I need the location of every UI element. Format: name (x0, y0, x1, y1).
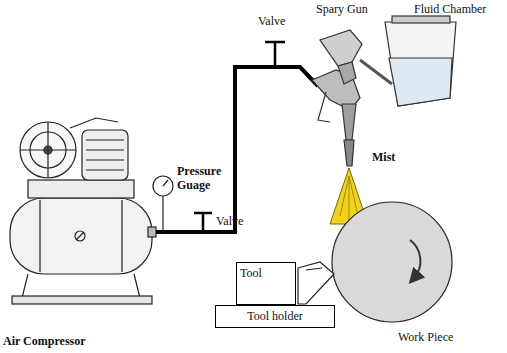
fluid-chamber-part (389, 58, 452, 106)
air-hose (156, 67, 318, 232)
work-piece-part (332, 202, 452, 322)
work-piece-part (410, 240, 420, 278)
air-compressor-part (10, 198, 152, 274)
valve-symbol-part (194, 212, 212, 215)
tool-holder-box: Tool holder (215, 305, 335, 328)
tool-insert-part (298, 262, 334, 304)
tool-insert-part (306, 268, 322, 270)
air-compressor-part (28, 180, 134, 198)
work-piece (332, 202, 452, 322)
air-compressor-label: Air Compressor (3, 334, 86, 348)
mist-spray-part (340, 176, 358, 220)
air-compressor-part (22, 274, 140, 298)
fluid-chamber-part (392, 16, 450, 23)
work-piece-label: Work Piece (398, 330, 453, 344)
valve-symbol-part (274, 42, 277, 65)
air-compressor-part (75, 231, 85, 241)
air-compressor-part (70, 118, 118, 128)
air-compressor-part (20, 122, 76, 178)
pressure-gauge (153, 176, 173, 230)
spray-gun-part (318, 92, 330, 122)
pressure-gauge-part (162, 196, 163, 230)
spray-gun-part (338, 62, 356, 84)
fluid-chamber-label: Fluid Chamber (414, 2, 486, 16)
tool-insert (298, 262, 334, 304)
spray-gun-part (344, 140, 354, 166)
node-text: Tool (237, 264, 265, 282)
valve-symbol-part (265, 41, 285, 44)
valve-label: Valve (216, 214, 243, 228)
valve-symbol (194, 213, 212, 230)
spray-gun-part (320, 30, 362, 66)
mist-label: Mist (372, 150, 395, 164)
pressure-gauge-part (153, 176, 173, 196)
spray-gun-part (342, 104, 356, 140)
fluid-chamber-part (385, 22, 456, 106)
spray-gun (312, 30, 392, 166)
air-compressor-part (20, 122, 76, 178)
air-compressor-part (86, 140, 124, 170)
node-text: Tool holder (247, 306, 302, 323)
air-hose-part (156, 67, 318, 232)
air-compressor-part (121, 200, 122, 272)
pressure-gauge-label: Pressure Guage (177, 164, 229, 192)
air-compressor (10, 118, 156, 304)
pressure-gauge-part (163, 180, 168, 186)
air-compressor-part (39, 200, 40, 272)
air-compressor-part (12, 296, 152, 304)
spray-gun-part (360, 60, 392, 84)
fluid-chamber (385, 16, 456, 106)
valve-label: Valve (258, 14, 285, 28)
valve-symbol-part (202, 213, 205, 230)
spray-gun-label: Spary Gun (316, 2, 368, 16)
air-compressor-part (76, 232, 84, 240)
air-compressor-part (148, 227, 156, 237)
valve-symbol (265, 42, 285, 65)
tool-box: Tool (236, 262, 296, 305)
air-compressor-part (82, 130, 128, 180)
